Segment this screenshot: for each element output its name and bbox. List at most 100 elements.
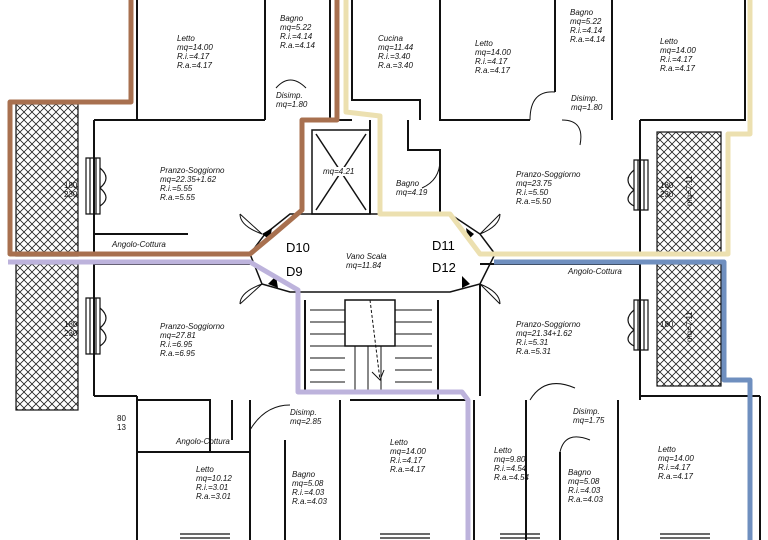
room-name: Letto [475, 39, 493, 48]
room-pranzo-bottom-left: Pranzo-Soggiorno mq=27.81 R.i.=6.95 R.a.… [160, 322, 224, 358]
room-area: mq=14.00 [475, 48, 511, 57]
room-area: mq=4.19 [396, 188, 428, 197]
room-area: mq=5.22 [280, 23, 312, 32]
apartment-outline-lavender [8, 259, 471, 540]
room-name: Pranzo-Soggiorno [160, 166, 225, 175]
room-name: Bagno [280, 14, 304, 23]
room-ra: R.a.=5.31 [516, 347, 551, 356]
room-name: Letto [177, 34, 195, 43]
room-pranzo-bottom-right: Pranzo-Soggiorno mq=21.34+1.62 R.i.=5.31… [516, 320, 580, 356]
room-disimp-bottom-right: Disimp. mq=1.75 [573, 407, 604, 425]
balcony-top-left [15, 103, 79, 257]
room-area: mq=14.00 [660, 46, 696, 55]
room-ri: R.i.=4.14 [570, 26, 603, 35]
room-bagno-top-right: Bagno mq=5.22 R.i.=4.14 R.a.=4.14 [570, 8, 605, 44]
room-disimp-bottom-left: Disimp. mq=2.85 [290, 408, 321, 426]
room-cavedio: mq=4.21 [322, 167, 356, 176]
room-name: Letto [658, 445, 676, 454]
room-letto-bottom-center-right: Letto mq=9.80 R.i.=4.54 R.a.=4.54 [494, 446, 529, 482]
room-name: Pranzo-Soggiorno [160, 322, 225, 331]
room-name: Letto [660, 37, 678, 46]
balcony-top-right [656, 131, 722, 255]
room-ri: R.i.=4.03 [568, 486, 601, 495]
room-pranzo-top-right: Pranzo-Soggiorno mq=23.75 R.i.=5.50 R.a.… [516, 170, 580, 206]
window-dim-top-left: 180 230 [64, 181, 77, 199]
room-ri: R.i.=5.31 [516, 338, 549, 347]
window-dim-top-right: 180 230 [660, 181, 673, 199]
room-angolo-top-left: Angolo-Cottura [112, 240, 166, 249]
room-area: mq=14.00 [390, 447, 426, 456]
room-ra: R.a.=5.50 [516, 197, 551, 206]
dim-a: 180 [660, 320, 674, 329]
dim-b: 230 [64, 329, 78, 338]
room-area: mq=14.00 [658, 454, 694, 463]
room-area: mq=10.12 [196, 474, 232, 483]
room-letto-top-left: Letto mq=14.00 R.i.=4.17 R.a.=4.17 [177, 34, 213, 70]
room-ra: R.a.=4.17 [660, 64, 695, 73]
balcony-area-top-right: mq=7.11 [685, 175, 694, 206]
room-area: mq=5.08 [292, 479, 324, 488]
room-area: mq=14.00 [177, 43, 213, 52]
room-name: Angolo-Cottura [568, 267, 622, 276]
room-ra: R.a.=4.17 [658, 472, 693, 481]
dim-b: 230 [660, 190, 674, 199]
room-letto-bottom-center: Letto mq=14.00 R.i.=4.17 R.a.=4.17 [390, 438, 426, 474]
room-name: Vano Scala [346, 252, 387, 261]
room-bagno-top-left: Bagno mq=5.22 R.i.=4.14 R.a.=4.14 [280, 14, 315, 50]
room-name: Bagno [292, 470, 316, 479]
room-ri: R.i.=4.17 [177, 52, 210, 61]
balcony-bottom-left [15, 263, 79, 411]
room-name: Disimp. [573, 407, 600, 416]
room-ra: R.a.=4.17 [390, 465, 425, 474]
room-ra: R.a.=4.17 [475, 66, 510, 75]
room-ra: R.a.=4.54 [494, 473, 529, 482]
room-ri: R.i.=4.54 [494, 464, 527, 473]
room-name: Letto [390, 438, 408, 447]
room-ri: R.i.=4.17 [658, 463, 691, 472]
room-name: Disimp. [290, 408, 317, 417]
room-ra: R.a.=4.03 [568, 495, 603, 504]
room-ra: R.a.=4.17 [177, 61, 212, 70]
room-disimp-top-right: Disimp. mq=1.80 [571, 94, 602, 112]
dim-a: 180 [64, 320, 78, 329]
door-label-d10: D10 [286, 240, 310, 255]
windows [85, 157, 710, 539]
room-ra: R.a.=3.01 [196, 492, 231, 501]
room-area: mq=1.80 [571, 103, 603, 112]
room-area: mq=11.44 [378, 43, 414, 52]
door-swings [239, 79, 591, 453]
room-ra: R.a.=4.03 [292, 497, 327, 506]
room-ri: R.i.=4.17 [390, 456, 423, 465]
dim-a: 180 [64, 181, 78, 190]
room-area: mq=9.80 [494, 455, 526, 464]
room-ri: R.i.=5.50 [516, 188, 549, 197]
room-area: mq=1.80 [276, 100, 308, 109]
room-ri: R.i.=4.03 [292, 488, 325, 497]
room-ra: R.a.=5.55 [160, 193, 195, 202]
room-name: Letto [494, 446, 512, 455]
room-area: mq=2.85 [290, 417, 322, 426]
dim-b: 13 [117, 423, 126, 432]
room-ra: R.a.=4.14 [570, 35, 605, 44]
apartment-outline-brown [7, 0, 340, 257]
room-ra: R.a.=4.14 [280, 41, 315, 50]
dim-b: 230 [64, 190, 78, 199]
balcony-area-bottom-right: mq=7.11 [685, 311, 694, 342]
room-name: Angolo-Cottura [176, 437, 230, 446]
room-angolo-right: Angolo-Cottura [568, 267, 622, 276]
room-name: Bagno [568, 468, 592, 477]
room-letto-top-center: Letto mq=14.00 R.i.=4.17 R.a.=4.17 [475, 39, 511, 75]
door-label-d9: D9 [286, 264, 303, 279]
room-ri: R.i.=4.17 [475, 57, 508, 66]
room-vano-scala: Vano Scala mq=11.84 [346, 252, 387, 270]
room-area: mq=27.81 [160, 331, 196, 340]
room-name: Cucina [378, 34, 403, 43]
room-cucina: Cucina mq=11.44 R.i.=3.40 R.a.=3.40 [378, 34, 413, 70]
door-label-d12: D12 [432, 260, 456, 275]
room-ra: R.a.=3.40 [378, 61, 413, 70]
side-dim-bottom-left: 80 13 [117, 414, 126, 432]
room-letto-top-right: Letto mq=14.00 R.i.=4.17 R.a.=4.17 [660, 37, 696, 73]
room-bagno-center: Bagno mq=4.19 [396, 179, 427, 197]
room-ri: R.i.=5.55 [160, 184, 193, 193]
